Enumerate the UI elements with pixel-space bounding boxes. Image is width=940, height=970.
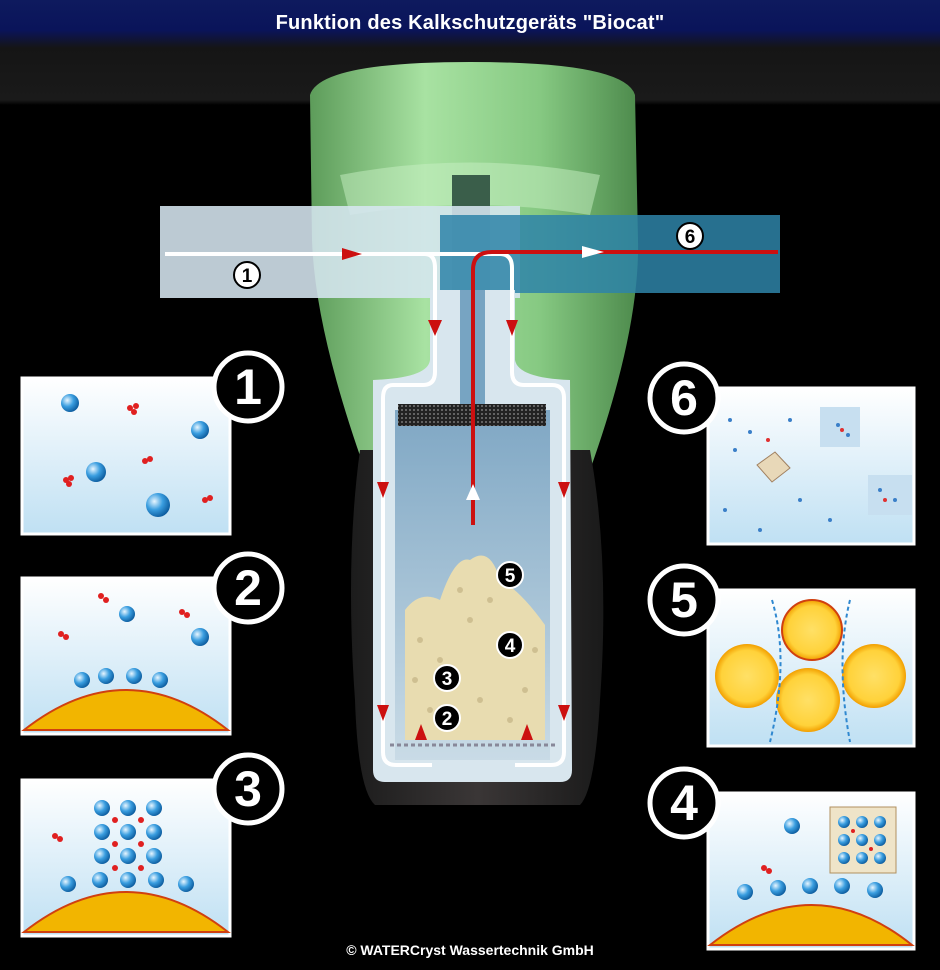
granulate-bed xyxy=(405,555,545,740)
panel-5 xyxy=(706,588,916,748)
marker-pipe-in: 1 xyxy=(233,261,261,289)
panel-1 xyxy=(20,376,232,536)
svg-text:3: 3 xyxy=(234,761,262,817)
inflow-path-right xyxy=(425,252,566,767)
panel-4 xyxy=(706,791,916,951)
outflow-path xyxy=(471,250,778,525)
panel-3 xyxy=(20,778,232,938)
marker-inside-5: 5 xyxy=(496,561,524,589)
svg-text:6: 6 xyxy=(685,227,696,248)
inflow-path xyxy=(165,252,437,767)
panel-2-label: 2 xyxy=(211,551,285,625)
panel-6 xyxy=(706,386,916,546)
copyright-notice: © WATERCryst Wassertechnik GmbH xyxy=(346,942,594,958)
svg-text:5: 5 xyxy=(670,572,698,628)
panel-6-label: 6 xyxy=(647,361,721,435)
granulate-texture xyxy=(412,587,538,723)
marker-pipe-out: 6 xyxy=(676,222,704,250)
svg-text:3: 3 xyxy=(442,669,453,690)
svg-text:4: 4 xyxy=(670,775,698,831)
panel-4-label: 4 xyxy=(647,766,721,840)
marker-inside-3: 3 xyxy=(433,664,461,692)
flow-arrows xyxy=(342,246,604,740)
crystal-stack xyxy=(60,800,194,892)
marker-inside-2: 2 xyxy=(433,704,461,732)
panel-3-label: 3 xyxy=(211,752,285,826)
page-title: Funktion des Kalkschutzgeräts "Biocat" xyxy=(275,12,665,34)
svg-text:2: 2 xyxy=(442,709,453,730)
svg-text:2: 2 xyxy=(234,560,262,616)
svg-text:1: 1 xyxy=(242,266,253,287)
panel-2 xyxy=(20,576,232,736)
panel-1-label: 1 xyxy=(211,350,285,424)
svg-text:1: 1 xyxy=(234,359,262,415)
svg-text:5: 5 xyxy=(505,566,516,587)
svg-text:6: 6 xyxy=(670,370,698,426)
panel-5-label: 5 xyxy=(647,563,721,637)
svg-text:4: 4 xyxy=(505,636,516,657)
marker-inside-4: 4 xyxy=(496,631,524,659)
